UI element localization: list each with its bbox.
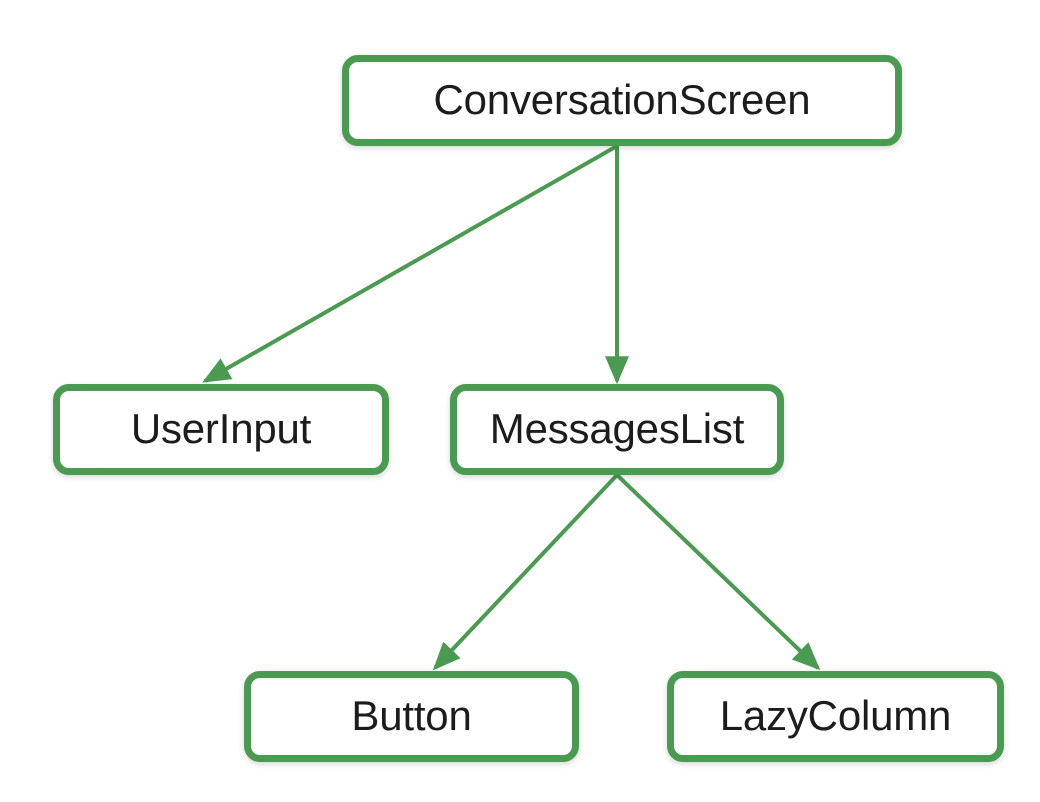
node-lazy-column[interactable]: LazyColumn	[667, 671, 1004, 762]
edge-messageslist-to-button	[432, 473, 619, 671]
edge-conversation-to-userinput	[202, 144, 618, 383]
node-button[interactable]: Button	[244, 671, 579, 762]
node-conversation-screen[interactable]: ConversationScreen	[342, 55, 902, 146]
node-messages-list[interactable]: MessagesList	[450, 384, 784, 475]
node-label-lazy-column: LazyColumn	[719, 691, 952, 739]
node-user-input[interactable]: UserInput	[53, 384, 389, 475]
node-label-conversation-screen: ConversationScreen	[433, 75, 811, 123]
node-label-messages-list: MessagesList	[489, 404, 745, 452]
node-label-user-input: UserInput	[130, 404, 312, 452]
node-label-button: Button	[351, 691, 472, 739]
edge-messageslist-to-lazycolumn	[615, 473, 821, 671]
